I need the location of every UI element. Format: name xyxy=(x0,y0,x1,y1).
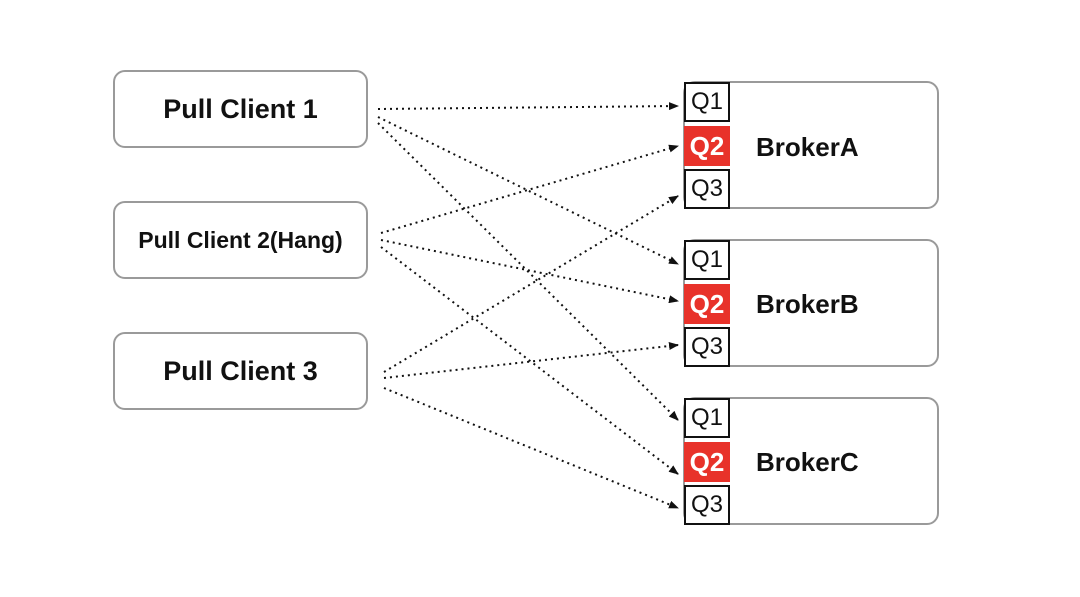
arrow-client2-brokerB-q2 xyxy=(380,239,679,304)
broker-c-queue-1: Q1 xyxy=(684,398,730,438)
broker-a-queue-2: Q2 xyxy=(684,126,730,166)
broker-b-queue-2: Q2 xyxy=(684,284,730,324)
pull-client-1-label: Pull Client 1 xyxy=(163,93,318,124)
pull-client-2-label: Pull Client 2(Hang) xyxy=(138,226,343,253)
arrow-client1-brokerA-q1 xyxy=(377,102,679,111)
arrow-client2-brokerA-q2 xyxy=(380,144,679,234)
pull-client-3-label: Pull Client 3 xyxy=(163,355,318,386)
arrow-client3-brokerA-q3 xyxy=(383,195,679,373)
arrow-client3-brokerC-q3 xyxy=(383,387,679,509)
pull-client-1-box: Pull Client 1 xyxy=(113,70,368,148)
pull-client-2-box: Pull Client 2(Hang) xyxy=(113,201,368,279)
broker-c-queue-3: Q3 xyxy=(684,485,730,525)
arrow-client1-brokerC-q1 xyxy=(377,122,679,421)
broker-b-queue-1: Q1 xyxy=(684,240,730,280)
broker-a-label: BrokerA xyxy=(756,132,859,162)
arrow-client1-brokerB-q1 xyxy=(377,116,679,265)
broker-b-queue-3: Q3 xyxy=(684,327,730,367)
broker-a-queue-3: Q3 xyxy=(684,169,730,209)
arrow-client2-brokerC-q2 xyxy=(380,246,679,475)
broker-c-queue-2: Q2 xyxy=(684,442,730,482)
pull-client-3-box: Pull Client 3 xyxy=(113,332,368,410)
broker-a-queue-1: Q1 xyxy=(684,82,730,122)
broker-b-label: BrokerB xyxy=(756,289,859,319)
broker-c-label: BrokerC xyxy=(756,447,859,477)
arrow-client3-brokerB-q3 xyxy=(383,342,679,379)
